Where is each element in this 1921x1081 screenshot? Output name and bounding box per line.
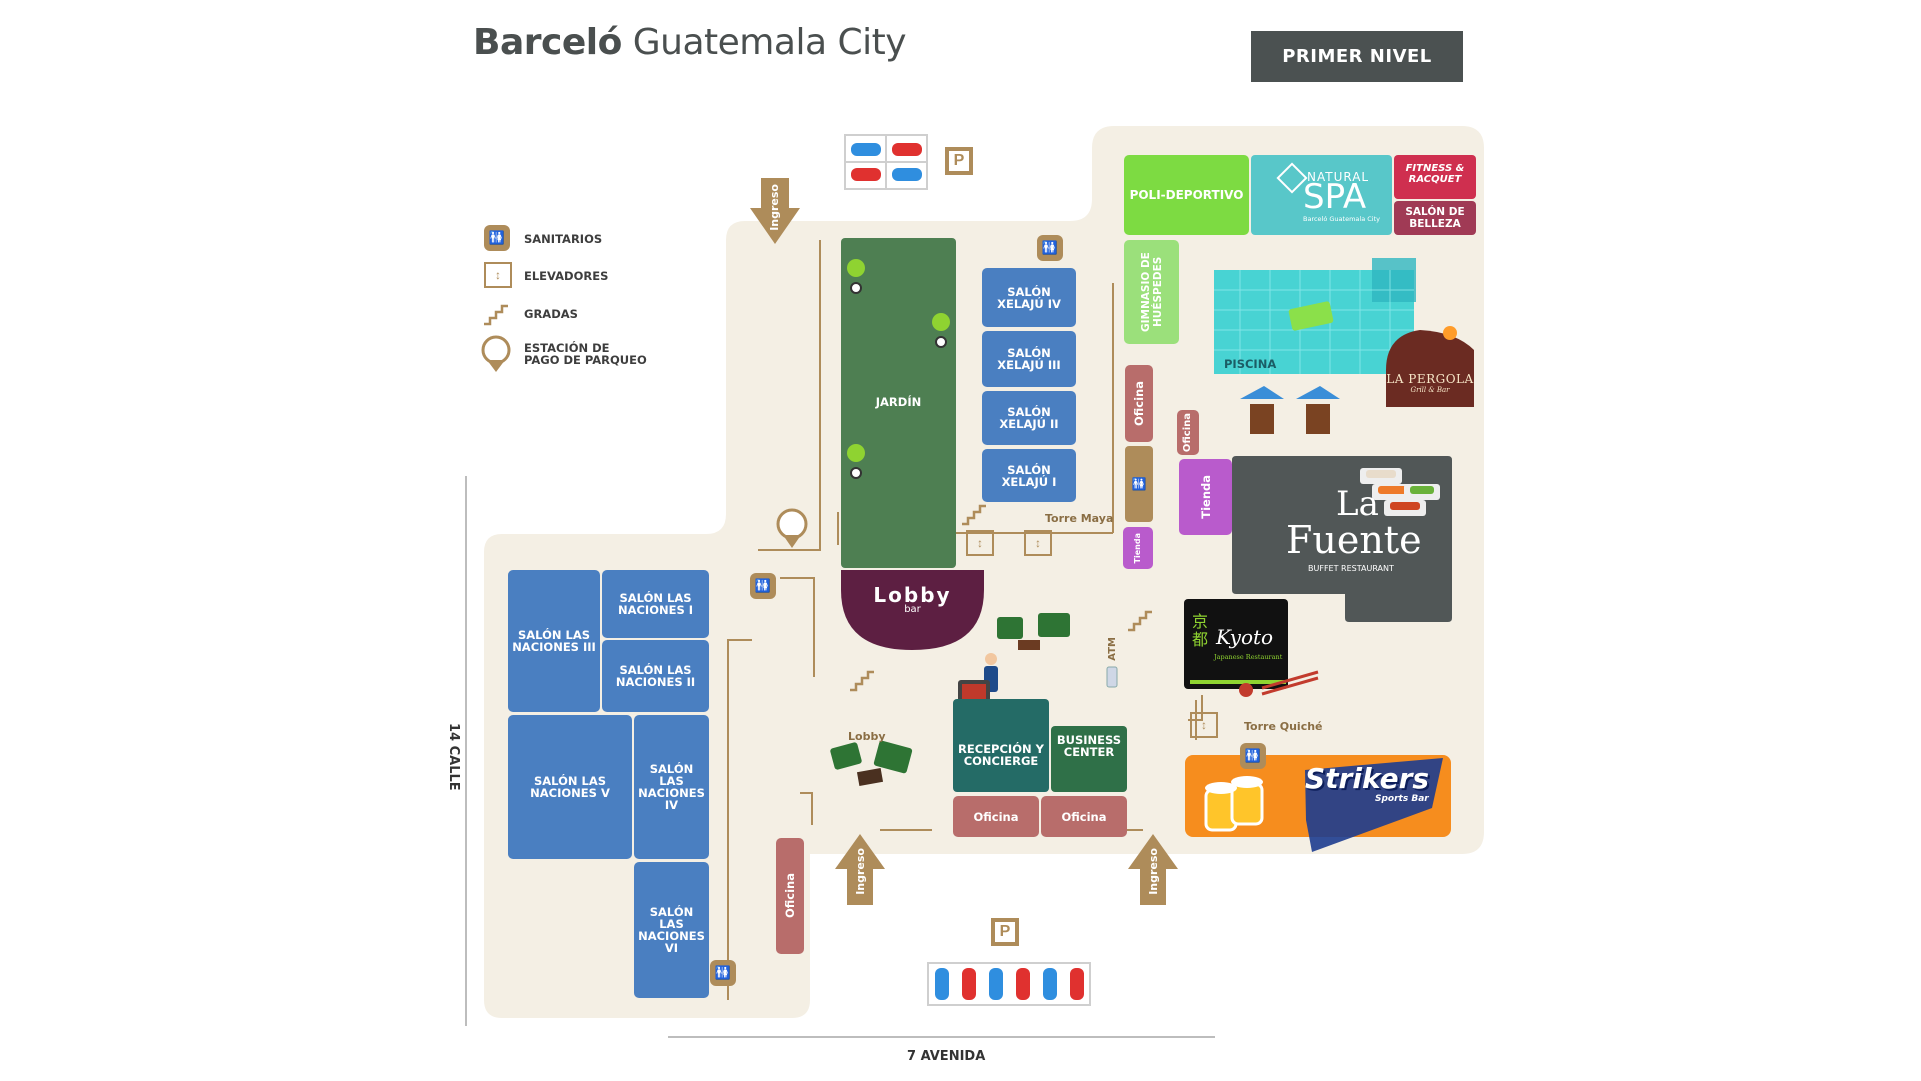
atm-machine-icon [1106, 666, 1118, 688]
entrance-label-bottom-right: Ingreso [1147, 848, 1160, 895]
lobby-bar-shape [841, 570, 984, 650]
torre-quiche-label: Torre Quiché [1244, 720, 1323, 733]
piscina-label: PISCINA [1224, 357, 1277, 371]
salon-las-naciones-iii[interactable]: SALÓN LAS NACIONES III [508, 570, 600, 712]
restroom-icon-quiche: 🚻 [1240, 743, 1266, 769]
parking-icon-top: P [945, 147, 973, 175]
atm-label: ATM [1107, 637, 1118, 661]
page-title: Barceló Guatemala City [473, 22, 907, 63]
parking-icon-bottom: P [991, 918, 1019, 946]
entrance-arrow-bottom-left [835, 834, 885, 905]
la-pergola[interactable]: LA PERGOLA Grill & Bar [1386, 372, 1474, 394]
top-parking-lot [844, 134, 928, 190]
entrance-label-top: Ingreso [768, 184, 781, 231]
tree-icons [847, 259, 950, 479]
restroom-icon-left: 🚻 [750, 573, 776, 599]
salon-xelaju-i[interactable]: SALÓN XELAJÚ I [982, 449, 1076, 502]
jardin-label: JARDÍN [875, 395, 922, 409]
legend-parqueo-1: ESTACIÓN DE [524, 341, 610, 355]
kyoto-restaurant[interactable]: 京都 Kyoto Japanese Restaurant [1192, 612, 1283, 662]
salon-las-naciones-iv[interactable]: SALÓN LAS NACIONES IV [634, 715, 709, 859]
salon-xelaju-iii[interactable]: SALÓN XELAJÚ III [982, 331, 1076, 387]
sofa-icons [830, 613, 1070, 786]
kyoto-restaurant-shape [1184, 599, 1288, 689]
tienda-small[interactable]: Tienda [1123, 527, 1153, 569]
entrance-arrow-bottom-right [1128, 834, 1178, 905]
poli-deportivo[interactable]: POLI-DEPORTIVO [1124, 155, 1249, 235]
parking-pay-pin-legend [481, 335, 511, 372]
oficina-center[interactable]: Oficina [1125, 365, 1153, 442]
legend-sanitarios: SANITARIOS [524, 232, 603, 246]
torre-maya-label: Torre Maya [1045, 512, 1114, 525]
stairs-icons [484, 304, 1152, 692]
la-pergola-shape [1386, 330, 1474, 407]
fitness-racquet[interactable]: FITNESS & RACQUET [1394, 155, 1476, 199]
legend-elevator-icon: ↕ [484, 262, 512, 288]
oficina-reception-1[interactable]: Oficina [953, 796, 1039, 837]
street-7-avenida: 7 AVENIDA [907, 1049, 986, 1064]
lobby-bar-label[interactable]: Lobby bar [873, 583, 952, 615]
salon-xelaju-iv[interactable]: SALÓN XELAJÚ IV [982, 268, 1076, 327]
umbrella-tables [1240, 386, 1340, 434]
salon-las-naciones-vi[interactable]: SALÓN LAS NACIONES VI [634, 862, 709, 998]
salon-xelaju-ii[interactable]: SALÓN XELAJÚ II [982, 391, 1076, 445]
bottom-parking-lot [927, 962, 1091, 1006]
restroom-block-center: 🚻 [1125, 446, 1153, 522]
level-selector-button[interactable]: PRIMER NIVEL [1251, 31, 1463, 82]
elevator-icon-quiche: ↕ [1190, 712, 1218, 738]
elevator-icon-maya-2: ↕ [1024, 530, 1052, 556]
salon-de-belleza[interactable]: SALÓN DE BELLEZA [1394, 201, 1476, 235]
restroom-icon-bottom: 🚻 [710, 960, 736, 986]
legend-elevadores: ELEVADORES [524, 269, 609, 283]
salon-las-naciones-ii[interactable]: SALÓN LAS NACIONES II [602, 640, 709, 712]
elevator-icon-maya-1: ↕ [966, 530, 994, 556]
restroom-icon-top: 🚻 [1037, 235, 1063, 261]
business-center[interactable]: BUSINESS CENTER [1051, 726, 1127, 792]
gimnasio-de-huespedes[interactable]: GIMNASIO DE HUÉSPEDES [1124, 240, 1179, 344]
salon-las-naciones-v[interactable]: SALÓN LAS NACIONES V [508, 715, 632, 859]
street-14-calle: 14 CALLE [446, 723, 461, 791]
entrance-arrow-top [750, 178, 800, 244]
legend-parqueo-2: PAGO DE PARQUEO [524, 353, 647, 367]
oficina-left-bottom[interactable]: Oficina [776, 838, 804, 954]
salon-las-naciones-i[interactable]: SALÓN LAS NACIONES I [602, 570, 709, 638]
beer-mugs-icon [1204, 776, 1264, 832]
parking-pay-pin-map [776, 508, 808, 548]
lobby-label: Lobby [848, 730, 886, 743]
oficina-reception-2[interactable]: Oficina [1041, 796, 1127, 837]
garden-area [841, 238, 956, 568]
tienda-large[interactable]: Tienda [1179, 459, 1232, 535]
food-trays-icon [1360, 468, 1440, 516]
recepcion-concierge[interactable]: RECEPCIÓN Y CONCIERGE [953, 699, 1049, 792]
legend-gradas: GRADAS [524, 307, 578, 321]
legend-restroom-icon: 🚻 [484, 225, 510, 251]
entrance-label-bottom-left: Ingreso [854, 848, 867, 895]
natural-spa[interactable]: NATURAL SPA Barceló Guatemala City [1251, 155, 1392, 235]
oficina-pool[interactable]: Oficina [1177, 410, 1199, 455]
